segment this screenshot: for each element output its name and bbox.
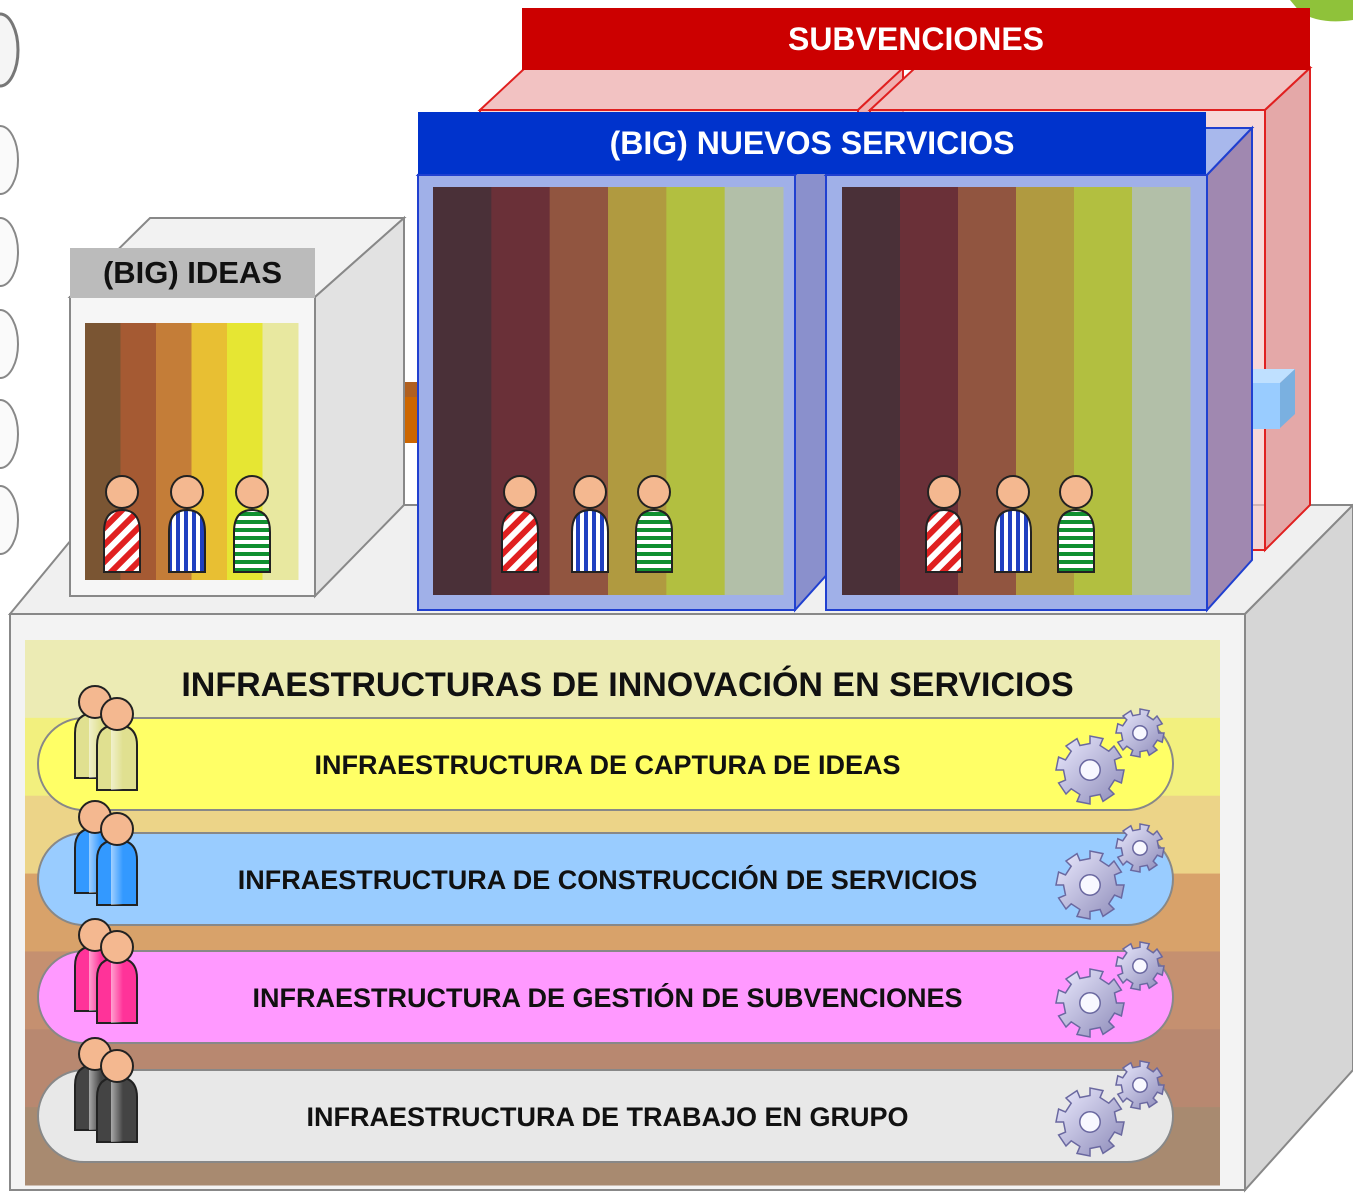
servicios-stripes-1 [433,187,784,595]
band-bar [37,717,1174,811]
bands-layer [37,685,1174,1163]
gear-icon [1115,823,1165,873]
band-bar [37,832,1174,926]
nuevos-servicios-box-1 [415,125,843,613]
person-striped-icon [233,475,271,573]
gear-icon [1055,850,1125,920]
person-striped-icon [168,475,206,573]
nuevos-servicios-header [418,112,1206,174]
servicios-stripes-1-stripe [433,187,492,595]
band-label-gestion: INFRAESTRUCTURA DE GESTIÓN DE SUBVENCION… [252,982,963,1013]
gear-icon [1115,941,1165,991]
ideas-title: (BIG) IDEAS [102,255,283,290]
subvenciones-title: SUBVENCIONES [787,20,1045,57]
person-striped-icon [925,475,963,573]
person-striped-icon [635,475,673,573]
gear-icon [1115,708,1165,758]
nuevos-servicios-title: (BIG) NUEVOS SERVICIOS [609,124,1015,161]
left-edge-tabs [0,12,20,555]
person-striped-icon [103,475,141,573]
people-layer [103,475,1095,573]
person-group-icon [74,918,138,1024]
infraestructuras-title: INFRAESTRUCTURAS DE INNOVACIÓN EN SERVIC… [181,665,1074,704]
servicios-stripes-2-stripe [842,187,901,595]
band-bar [37,950,1174,1044]
corner-leaf-icon [1290,0,1353,22]
gear-icon [1055,1087,1125,1157]
person-group-icon [74,685,138,791]
person-striped-icon [1057,475,1095,573]
servicios-stripes-1-stripe [666,187,726,595]
platform-stripe [25,640,1220,719]
servicios-stripes-2-stripe [1132,187,1191,595]
person-group-icon [74,800,138,906]
gear-icon [1115,1060,1165,1110]
person-striped-icon [501,475,539,573]
band-label-trabajo: INFRAESTRUCTURA DE TRABAJO EN GRUPO [306,1101,909,1132]
person-striped-icon [571,475,609,573]
servicios-stripes-1-stripe [724,187,784,595]
person-striped-icon [994,475,1032,573]
band-bar [37,1069,1174,1163]
gear-icon [1055,968,1125,1038]
person-group-icon [74,1037,138,1143]
nuevos-servicios-box-2 [823,125,1255,613]
gear-icon [1055,735,1125,805]
band-label-construccion: INFRAESTRUCTURA DE CONSTRUCCIÓN DE SERVI… [237,864,978,895]
band-label-captura: INFRAESTRUCTURA DE CAPTURA DE IDEAS [314,749,901,780]
